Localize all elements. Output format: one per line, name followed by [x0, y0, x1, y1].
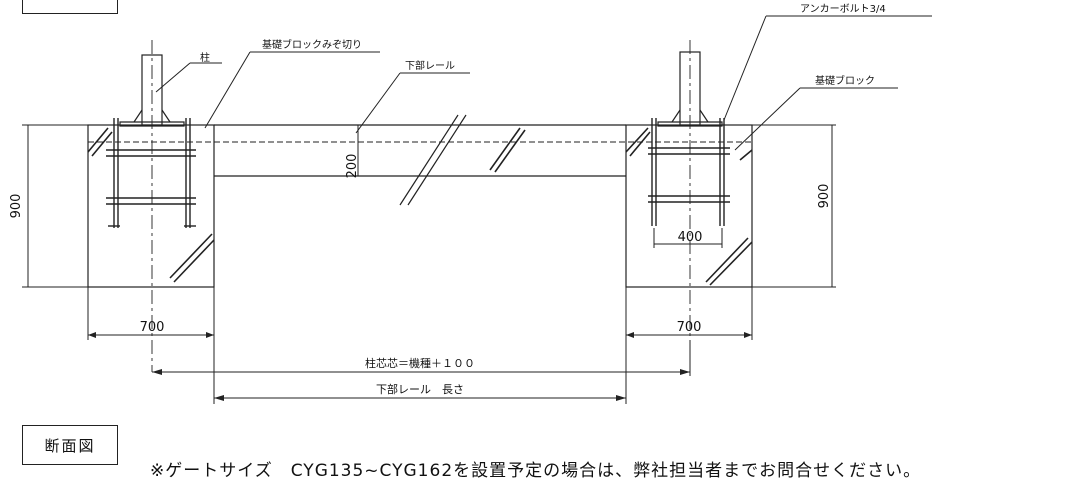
arrowheads: [88, 332, 752, 401]
right-base-plate: [657, 121, 723, 127]
break-mark-1: [399, 114, 459, 206]
pillar-center-label: 柱芯芯＝機種＋１００: [365, 356, 475, 370]
title-frame-top: [22, 0, 118, 14]
rail-length-label: 下部レール 長さ: [376, 382, 464, 396]
right-anchor-bolts: [648, 118, 730, 226]
left-anchor-bolts: [106, 118, 196, 228]
block-cut-label: 基礎ブロックみぞ切り: [262, 38, 362, 51]
dimension-lines: [22, 124, 836, 404]
right-pillar: [679, 51, 701, 126]
foundation-block-label: 基礎ブロック: [815, 74, 875, 87]
dim-200-label: 200: [345, 154, 360, 179]
right-foundation-block: [625, 124, 753, 288]
block-hatching: [87, 127, 753, 286]
dim-400-label: 400: [678, 230, 703, 245]
lower-rail-label: 下部レール: [405, 59, 455, 72]
pillar-label: 柱: [200, 51, 210, 64]
section-title: 断面図: [22, 425, 118, 465]
break-mark-2: [407, 114, 467, 206]
dim-700-left-label: 700: [140, 320, 165, 335]
left-base-plate: [119, 121, 185, 127]
note-text: ※ゲートサイズ CYG135~CYG162を設置予定の場合は、弊社担当者までお問…: [150, 461, 922, 481]
leader-lines: [155, 15, 932, 151]
anchor-bolt-label: アンカーボルト3/4: [800, 3, 886, 15]
dim-700-right-label: 700: [677, 320, 702, 335]
dim-900-left-label: 900: [9, 194, 24, 219]
dim-900-right-label: 900: [817, 184, 832, 209]
